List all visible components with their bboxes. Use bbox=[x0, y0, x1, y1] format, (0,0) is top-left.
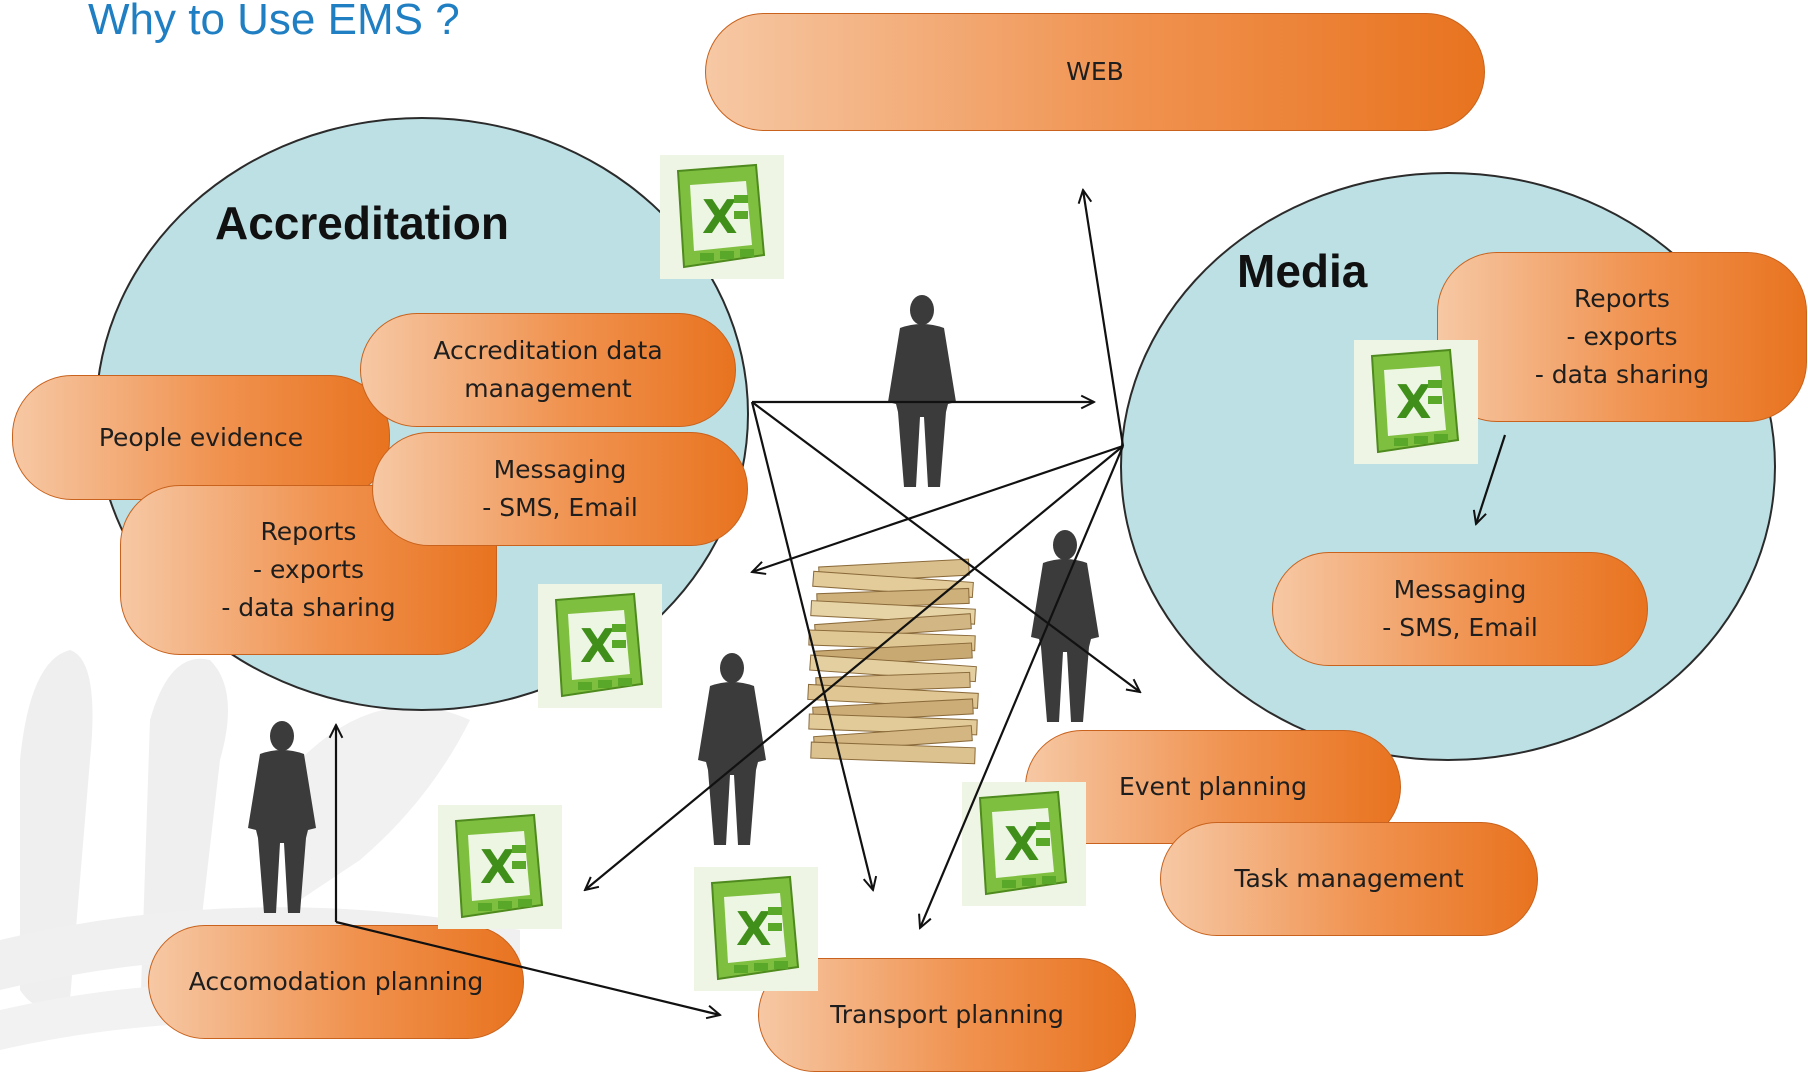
svg-text:X: X bbox=[1004, 817, 1039, 871]
arrow-accreditation-to-transport bbox=[750, 401, 873, 890]
reports-left-box-line-3: - data sharing bbox=[221, 593, 396, 622]
accreditation-circle-label: Accreditation bbox=[215, 197, 509, 249]
messaging-right-box-line-2: - SMS, Email bbox=[1382, 613, 1538, 642]
people-evidence-box: People evidence bbox=[12, 375, 390, 500]
reports-left-box-line-1: Reports bbox=[260, 517, 357, 546]
arrow-accomodation-to-transport bbox=[335, 920, 720, 1015]
messaging-right-box: Messaging - SMS, Email bbox=[1272, 552, 1648, 666]
task-management-box: Task management bbox=[1160, 822, 1538, 936]
person-silhouette-icon bbox=[888, 295, 956, 487]
excel-icon: X bbox=[538, 584, 662, 708]
person-silhouette-icon bbox=[1031, 530, 1099, 722]
accreditation-data-box-line-1: Accreditation data bbox=[433, 336, 663, 365]
arrow-media-to-web bbox=[1083, 190, 1125, 447]
excel-icon: X bbox=[962, 782, 1086, 906]
reports-right-box-line-1: Reports bbox=[1574, 284, 1670, 313]
page-title: Why to Use EMS ? bbox=[88, 0, 460, 44]
arrow-media-to-accreditation bbox=[752, 444, 1124, 572]
reports-right-box: Reports - exports - data sharing bbox=[1437, 252, 1807, 422]
svg-text:X: X bbox=[580, 619, 615, 673]
messaging-left-box-line-2: - SMS, Email bbox=[482, 493, 638, 522]
arrow-reports-to-messaging bbox=[1476, 434, 1507, 524]
task-management-box-line-1: Task management bbox=[1234, 864, 1464, 893]
person-silhouette-icon bbox=[698, 653, 766, 845]
messaging-right-box-line-1: Messaging bbox=[1393, 575, 1527, 604]
excel-icon: X bbox=[694, 867, 818, 991]
messaging-left-box-line-1: Messaging bbox=[493, 455, 627, 484]
arrow-media-to-accomodation bbox=[585, 445, 1124, 890]
transport-planning-box-line-1: Transport planning bbox=[830, 1000, 1064, 1029]
reports-right-box-line-2: - exports bbox=[1566, 322, 1678, 351]
arrow-media-to-transport bbox=[920, 445, 1125, 928]
excel-icon: X bbox=[1354, 340, 1478, 464]
person-silhouette-icon bbox=[248, 721, 316, 913]
svg-text:X: X bbox=[1396, 375, 1431, 429]
excel-icon: X bbox=[438, 805, 562, 929]
web-box: WEB bbox=[705, 13, 1485, 131]
reports-left-box-line-2: - exports bbox=[253, 555, 364, 584]
accomodation-planning-box-line-1: Accomodation planning bbox=[188, 967, 484, 996]
transport-planning-box: Transport planning bbox=[758, 958, 1136, 1072]
event-planning-box-line-1: Event planning bbox=[1118, 772, 1308, 801]
accreditation-data-box-line-2: management bbox=[464, 374, 632, 403]
svg-text:X: X bbox=[736, 902, 771, 956]
svg-text:X: X bbox=[480, 840, 515, 894]
arrow-accreditation-to-event-planning bbox=[751, 401, 1140, 692]
excel-icon: X bbox=[660, 155, 784, 279]
reports-right-box-line-3: - data sharing bbox=[1534, 360, 1710, 389]
accreditation-data-box: Accreditation data management bbox=[360, 313, 736, 427]
people-evidence-box-line-1: People evidence bbox=[98, 422, 304, 452]
messaging-left-box: Messaging - SMS, Email bbox=[372, 432, 748, 546]
web-box-line-1: WEB bbox=[1066, 57, 1124, 86]
media-circle-label: Media bbox=[1237, 245, 1368, 297]
svg-text:X: X bbox=[702, 190, 737, 244]
accomodation-planning-box: Accomodation planning bbox=[148, 925, 524, 1039]
